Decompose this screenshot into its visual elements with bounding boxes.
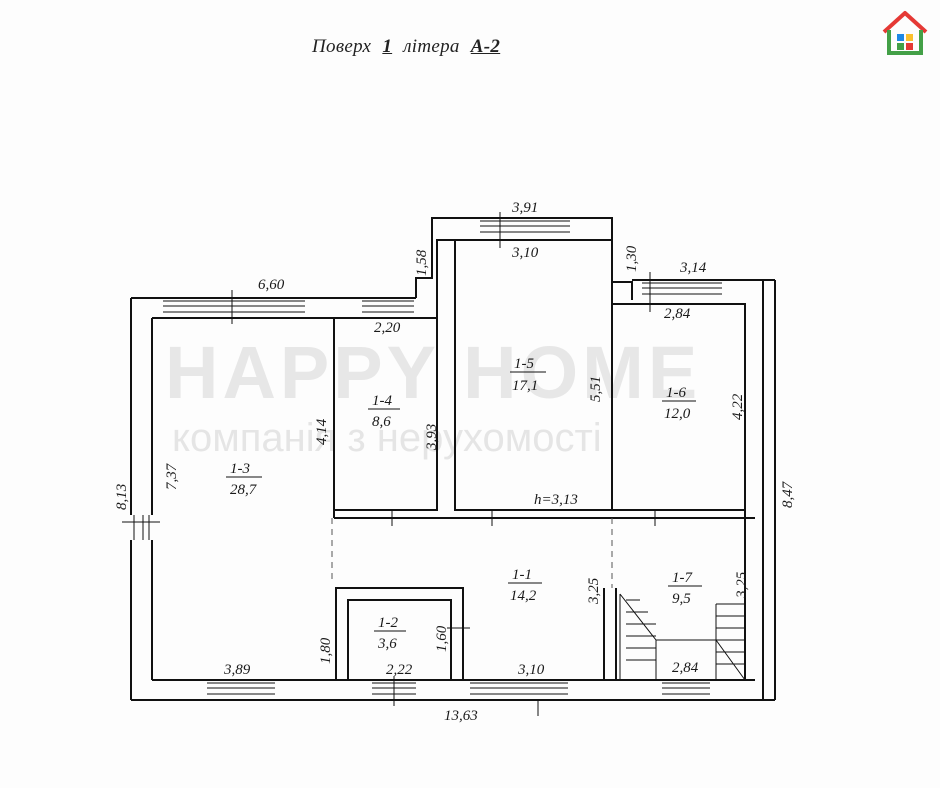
floor-plan-title: Поверх 1 літера А-2 xyxy=(312,36,506,58)
dimension-label: 4,22 xyxy=(730,393,746,420)
title-middle: літера xyxy=(403,36,460,57)
dimension-label: 3,10 xyxy=(511,245,539,261)
dimension-label: 6,60 xyxy=(258,277,285,293)
room-area: 9,5 xyxy=(672,591,691,607)
room-id: 1-4 xyxy=(372,393,392,409)
title-floor-number: 1 xyxy=(382,36,393,57)
dimension-label: 1,30 xyxy=(624,245,640,272)
room-id: 1-6 xyxy=(666,385,686,401)
ceiling-height: h=3,13 xyxy=(534,492,578,508)
room-id: 1-7 xyxy=(672,570,693,586)
dimension-label: 8,13 xyxy=(114,484,130,510)
watermark-tagline: компанія з нерухомості xyxy=(172,416,602,460)
dimension-label: 13,63 xyxy=(444,708,478,724)
room-area: 28,7 xyxy=(230,482,258,498)
openings xyxy=(122,212,656,716)
dimension-label: 3,10 xyxy=(517,662,545,678)
dimension-label: 8,47 xyxy=(780,480,796,508)
room-area: 8,6 xyxy=(372,414,391,430)
dimension-label: 2,84 xyxy=(664,306,691,322)
room-id: 1-1 xyxy=(512,567,532,583)
dimension-label: 3,93 xyxy=(424,424,440,451)
dimension-label: 3,14 xyxy=(679,260,707,276)
house-logo-icon xyxy=(882,11,928,55)
dimension-label: 2,84 xyxy=(672,660,699,676)
dimension-label: 7,37 xyxy=(164,462,180,490)
staircase xyxy=(619,593,746,681)
dimension-label: 4,14 xyxy=(314,418,330,445)
room-area: 12,0 xyxy=(664,406,691,422)
dimension-label: 1,80 xyxy=(318,637,334,664)
dimension-label: 3,25 xyxy=(586,577,602,605)
room-id: 1-5 xyxy=(514,356,534,372)
dimension-label: 3,25 xyxy=(734,571,750,599)
room-id: 1-2 xyxy=(378,615,398,631)
dimension-label: 2,22 xyxy=(386,662,413,678)
room-labels: 1-3 28,7 1-4 8,6 1-5 17,1 1-6 12,0 1-1 1… xyxy=(226,356,702,652)
dimension-label: 1,60 xyxy=(434,625,450,652)
title-prefix: Поверх xyxy=(312,36,372,57)
dimension-label: 3,89 xyxy=(223,662,251,678)
interior-walls xyxy=(333,239,755,681)
dimension-labels: 6,60 8,13 7,37 2,20 3,93 4,14 1,58 3,91 … xyxy=(114,200,796,724)
windows xyxy=(133,220,722,695)
room-area: 3,6 xyxy=(377,636,397,652)
dimension-label: 3,91 xyxy=(511,200,538,216)
watermark-brand: HAPPY HOME xyxy=(165,331,702,414)
dimension-label: 5,51 xyxy=(588,376,604,402)
room-area: 14,2 xyxy=(510,588,537,604)
room-area: 17,1 xyxy=(512,378,538,394)
dimension-label: 2,20 xyxy=(374,320,401,336)
room-id: 1-3 xyxy=(230,461,250,477)
title-letter: А-2 xyxy=(470,36,501,57)
dimension-label: 1,58 xyxy=(414,249,430,276)
